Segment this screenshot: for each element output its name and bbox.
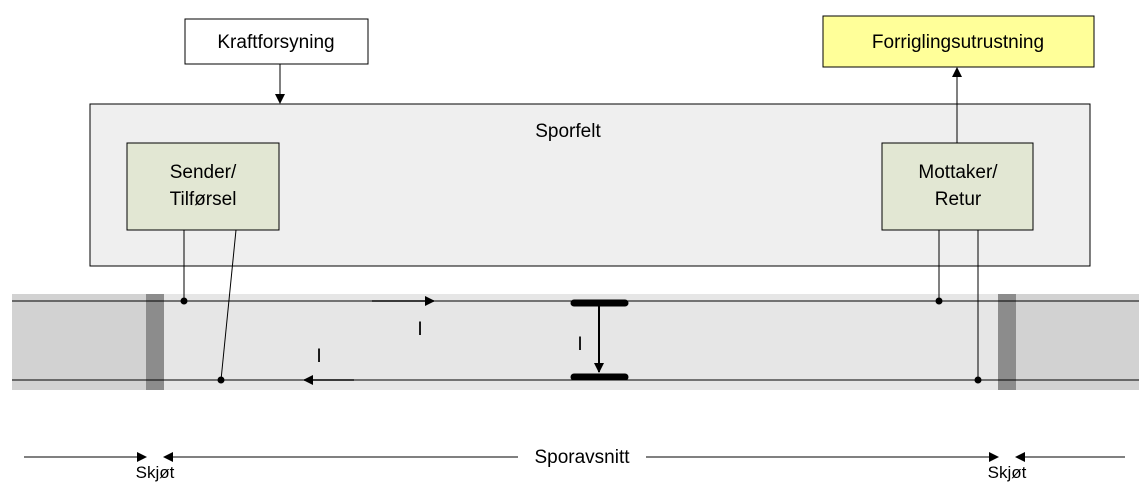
track-bed-right xyxy=(1016,294,1139,390)
current-label-top: I xyxy=(417,319,422,340)
track-bed-left xyxy=(12,294,146,390)
connection-dot xyxy=(935,297,943,305)
interlocking-label: Forriglingsutrustning xyxy=(872,32,1044,53)
interlocking-box xyxy=(822,15,1095,68)
power-supply-box xyxy=(184,18,369,65)
sender-module xyxy=(126,142,280,231)
joint-label-right: Skjøt xyxy=(988,463,1027,482)
insulated-joint-right xyxy=(998,294,1016,390)
connection-dot xyxy=(974,376,982,384)
connection-dot xyxy=(180,297,188,305)
insulated-joint-left xyxy=(146,294,164,390)
current-label-axle: I xyxy=(577,334,582,355)
sender-label-line1: Sender/ xyxy=(170,162,237,183)
section-label: Sporavsnitt xyxy=(534,447,630,468)
connection-dot xyxy=(217,376,225,384)
receiver-label-line1: Mottaker/ xyxy=(918,162,998,183)
power-supply-label: Kraftforsyning xyxy=(217,32,334,53)
sender-wire-bottom xyxy=(220,229,237,381)
track-circuit-label: Sporfelt xyxy=(535,121,601,142)
receiver-label-line2: Retur xyxy=(935,189,982,210)
receiver-module xyxy=(881,142,1034,231)
joint-label-left: Skjøt xyxy=(136,463,175,482)
current-label-bottom: I xyxy=(316,346,321,367)
sender-label-line2: Tilførsel xyxy=(170,189,237,210)
